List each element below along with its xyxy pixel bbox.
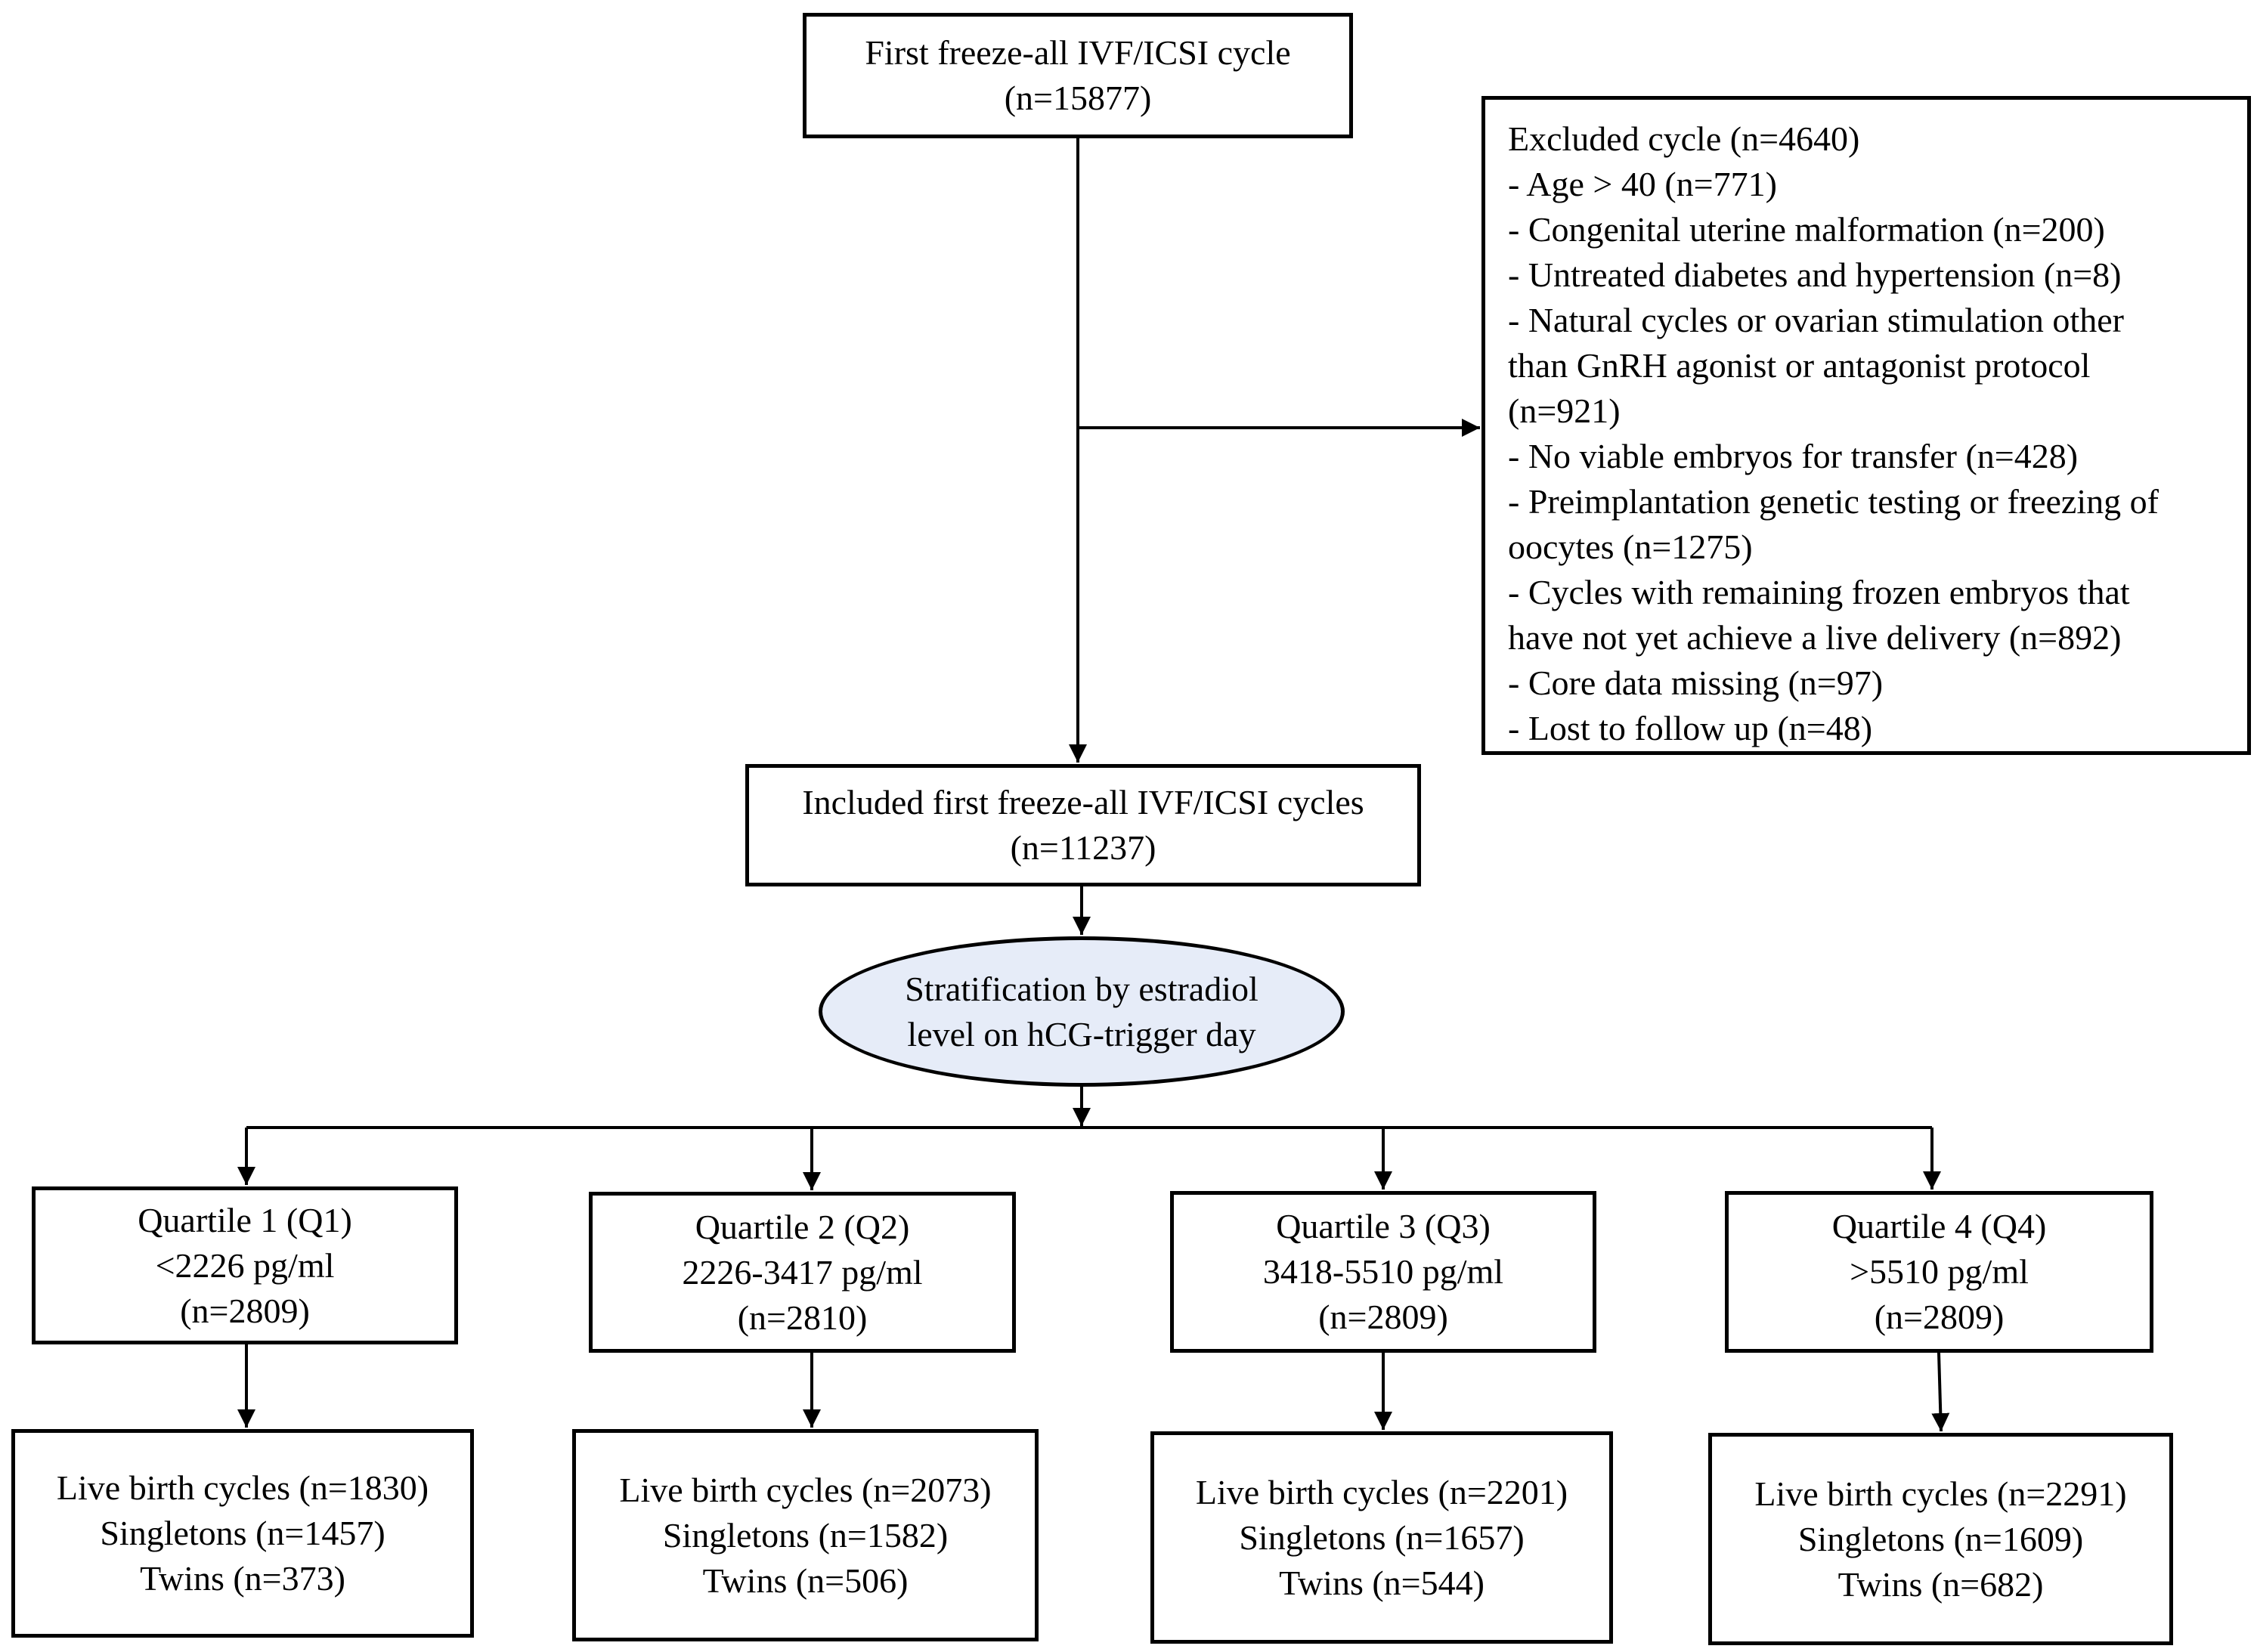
start-count: (n=15877)	[1004, 79, 1152, 117]
live-birth-cycles: Live birth cycles (n=2291)	[1754, 1474, 2127, 1513]
singletons: Singletons (n=1609)	[1797, 1519, 2084, 1558]
quartile-box-q2: Quartile 2 (Q2) 2226-3417 pg/ml (n=2810)	[589, 1192, 1016, 1353]
excluded-item-lost: - Lost to follow up (n=48)	[1508, 709, 1873, 747]
singletons: Singletons (n=1457)	[100, 1514, 385, 1552]
excluded-item-pgt-cont: oocytes (n=1275)	[1508, 527, 1753, 566]
live-birth-cycles: Live birth cycles (n=2073)	[619, 1470, 992, 1509]
excluded-item-age: - Age > 40 (n=771)	[1508, 165, 1777, 203]
included-box: Included first freeze-all IVF/ICSI cycle…	[745, 764, 1421, 886]
live-birth-cycles: Live birth cycles (n=1830)	[56, 1468, 429, 1507]
excluded-item-remaining-cont: have not yet achieve a live delivery (n=…	[1508, 618, 2122, 657]
quartile-count: (n=2809)	[1874, 1298, 2005, 1336]
included-count: (n=11237)	[1010, 828, 1156, 867]
singletons: Singletons (n=1582)	[662, 1515, 949, 1555]
excluded-item-remaining: - Cycles with remaining frozen embryos t…	[1508, 573, 2130, 611]
twins: Twins (n=544)	[1279, 1563, 1485, 1602]
quartile-box-q3: Quartile 3 (Q3) 3418-5510 pg/ml (n=2809)	[1170, 1191, 1596, 1353]
quartile-name: Quartile 4 (Q4)	[1831, 1207, 2047, 1245]
stratification-ellipse: Stratification by estradiol level on hCG…	[819, 936, 1345, 1087]
quartile-name: Quartile 2 (Q2)	[695, 1207, 910, 1246]
excluded-item-diabetes: - Untreated diabetes and hypertension (n…	[1508, 255, 2122, 294]
live-birth-cycles: Live birth cycles (n=2201)	[1195, 1472, 1568, 1511]
excluded-item-protocol: - Natural cycles or ovarian stimulation …	[1508, 301, 2124, 339]
twins: Twins (n=682)	[1837, 1564, 2044, 1604]
quartile-box-q4: Quartile 4 (Q4) >5510 pg/ml (n=2809)	[1725, 1191, 2153, 1353]
excluded-box: Excluded cycle (n=4640) - Age > 40 (n=77…	[1481, 96, 2251, 755]
outcome-box-q4: Live birth cycles (n=2291) Singletons (n…	[1708, 1433, 2173, 1645]
excluded-item-embryos: - No viable embryos for transfer (n=428)	[1508, 437, 2079, 475]
arrow-q4-to-outcome	[1931, 1352, 1950, 1432]
excluded-item-protocol-count: (n=921)	[1508, 391, 1621, 430]
quartile-range: >5510 pg/ml	[1850, 1252, 2029, 1291]
excluded-item-uterine: - Congenital uterine malformation (n=200…	[1508, 210, 2105, 249]
outcome-box-q1: Live birth cycles (n=1830) Singletons (n…	[11, 1429, 474, 1638]
twins: Twins (n=506)	[702, 1561, 909, 1600]
singletons: Singletons (n=1657)	[1239, 1517, 1525, 1557]
excluded-item-pgt: - Preimplantation genetic testing or fre…	[1508, 482, 2159, 521]
outcome-box-q2: Live birth cycles (n=2073) Singletons (n…	[572, 1429, 1039, 1641]
stratification-line1: Stratification by estradiol	[905, 969, 1259, 1008]
quartile-name: Quartile 3 (Q3)	[1276, 1207, 1491, 1245]
quartile-count: (n=2810)	[737, 1298, 868, 1337]
excluded-title: Excluded cycle (n=4640)	[1508, 119, 1860, 158]
included-title: Included first freeze-all IVF/ICSI cycle…	[802, 783, 1364, 821]
excluded-item-protocol-cont: than GnRH agonist or antagonist protocol	[1508, 346, 2091, 385]
outcome-box-q3: Live birth cycles (n=2201) Singletons (n…	[1150, 1431, 1613, 1644]
excluded-item-missing: - Core data missing (n=97)	[1508, 664, 1884, 702]
quartile-range: <2226 pg/ml	[155, 1245, 335, 1285]
quartile-range: 3418-5510 pg/ml	[1262, 1252, 1504, 1291]
start-title: First freeze-all IVF/ICSI cycle	[865, 33, 1291, 72]
start-box: First freeze-all IVF/ICSI cycle (n=15877…	[803, 13, 1353, 138]
stratification-line2: level on hCG-trigger day	[907, 1014, 1256, 1053]
quartile-range: 2226-3417 pg/ml	[682, 1252, 923, 1292]
twins: Twins (n=373)	[140, 1559, 345, 1598]
quartile-box-q1: Quartile 1 (Q1) <2226 pg/ml (n=2809)	[32, 1186, 458, 1344]
quartile-count: (n=2809)	[1318, 1298, 1448, 1336]
quartile-name: Quartile 1 (Q1)	[138, 1200, 352, 1239]
quartile-count: (n=2809)	[180, 1291, 310, 1330]
